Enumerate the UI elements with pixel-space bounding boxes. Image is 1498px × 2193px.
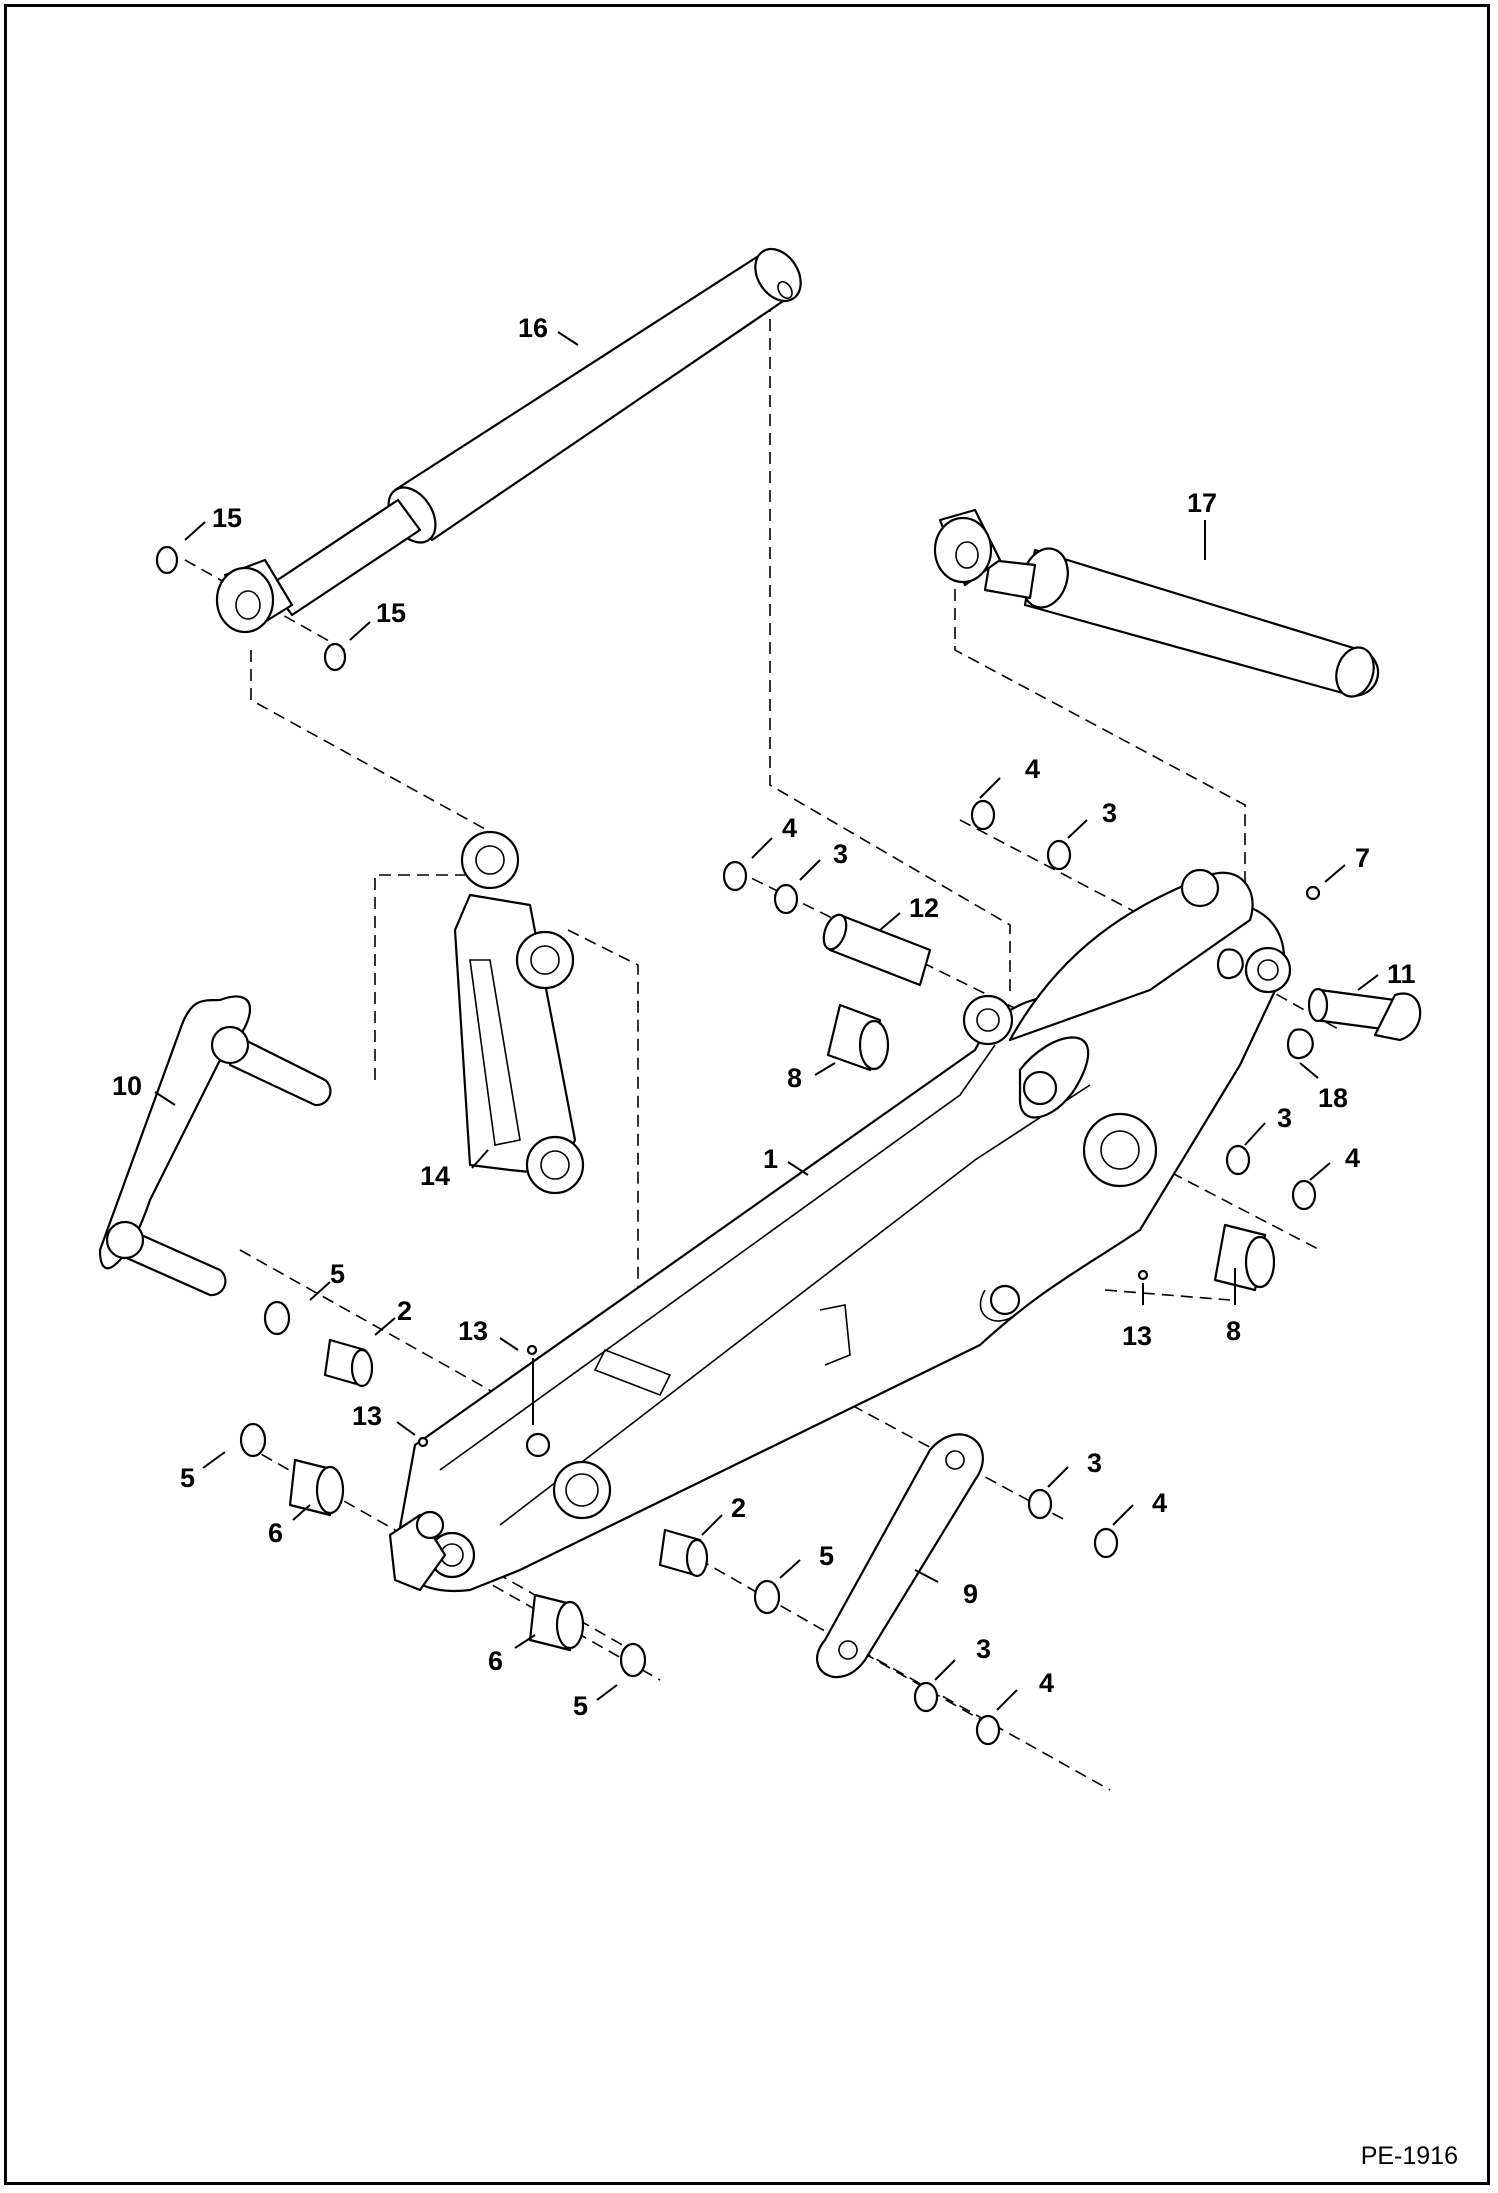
callout-14: 14 bbox=[420, 1161, 450, 1191]
callout-2: 2 bbox=[397, 1296, 412, 1326]
leader-lines bbox=[154, 331, 1379, 1711]
cylinder-16 bbox=[215, 248, 802, 634]
callout-1: 1 bbox=[763, 1144, 778, 1174]
callout-4: 4 bbox=[782, 813, 797, 843]
callout-2: 2 bbox=[731, 1493, 746, 1523]
callout-3: 3 bbox=[976, 1634, 991, 1664]
link-10 bbox=[98, 995, 332, 1297]
arm-1 bbox=[388, 868, 1292, 1593]
callout-13: 13 bbox=[1122, 1321, 1152, 1351]
callout-4: 4 bbox=[1039, 1668, 1054, 1698]
callout-8: 8 bbox=[787, 1063, 802, 1093]
callout-13: 13 bbox=[352, 1401, 382, 1431]
callout-3: 3 bbox=[1102, 798, 1117, 828]
callout-3: 3 bbox=[1087, 1448, 1102, 1478]
cylinder-17 bbox=[933, 508, 1380, 698]
callout-15: 15 bbox=[376, 598, 406, 628]
callout-18: 18 bbox=[1318, 1083, 1348, 1113]
callout-17: 17 bbox=[1187, 488, 1217, 518]
callout-11: 11 bbox=[1387, 959, 1416, 989]
callout-15: 15 bbox=[212, 503, 242, 533]
callout-5: 5 bbox=[819, 1541, 834, 1571]
callout-5: 5 bbox=[573, 1691, 588, 1721]
callout-7: 7 bbox=[1355, 843, 1370, 873]
callout-9: 9 bbox=[963, 1579, 978, 1609]
callout-6: 6 bbox=[268, 1518, 283, 1548]
callout-5: 5 bbox=[180, 1463, 195, 1493]
callout-4: 4 bbox=[1345, 1143, 1360, 1173]
callout-4: 4 bbox=[1152, 1488, 1167, 1518]
callout-13: 13 bbox=[458, 1316, 488, 1346]
hardware bbox=[155, 545, 1422, 1746]
callout-16: 16 bbox=[518, 313, 548, 343]
callout-12: 12 bbox=[909, 893, 939, 923]
diagram-frame bbox=[4, 4, 1490, 2185]
callout-4: 4 bbox=[1025, 754, 1040, 784]
callout-3: 3 bbox=[1277, 1103, 1292, 1133]
link-14 bbox=[453, 830, 585, 1195]
link-9 bbox=[816, 1433, 984, 1679]
callouts: 16 15 15 17 4 3 4 3 7 12 11 8 18 10 14 1… bbox=[112, 313, 1416, 1721]
figure-id: PE-1916 bbox=[1360, 2142, 1458, 2170]
callout-10: 10 bbox=[112, 1071, 142, 1101]
callout-3: 3 bbox=[833, 839, 848, 869]
callout-6: 6 bbox=[488, 1646, 503, 1676]
callout-5: 5 bbox=[330, 1259, 345, 1289]
callout-8: 8 bbox=[1226, 1316, 1241, 1346]
